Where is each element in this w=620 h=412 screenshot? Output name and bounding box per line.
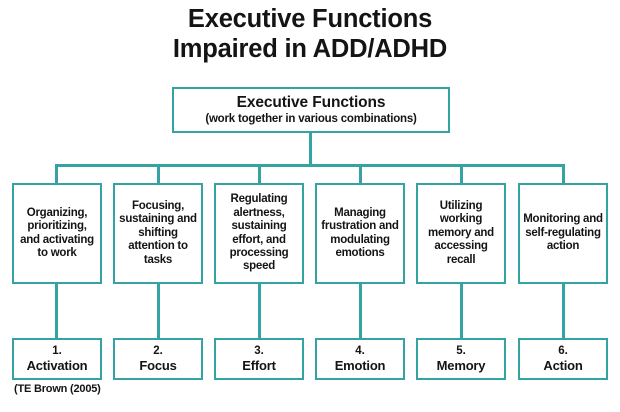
category-box-4: 4. Emotion	[315, 338, 405, 380]
connector-function-2-to-category-2	[157, 283, 160, 339]
connector-bus-to-function-4	[359, 164, 362, 185]
function-box-3-text: Regulating alertness, sustaining effort,…	[229, 193, 289, 273]
function-box-4: Managing frustration and modulating emot…	[315, 183, 405, 284]
page-title-line-1: Executive Functions	[187, 5, 433, 33]
category-box-2-index: 2.	[153, 345, 163, 357]
category-box-1-index: 1.	[52, 345, 62, 357]
category-box-6-index: 6.	[558, 345, 568, 357]
attribution-text: (TE Brown (2005)	[14, 383, 101, 395]
root-node-subtitle: (work together in various combinations)	[205, 113, 417, 125]
category-box-1-label: Activation	[26, 358, 88, 373]
connector-function-5-to-category-5	[460, 283, 463, 339]
category-box-1: 1. Activation	[12, 338, 102, 380]
function-box-5-text: Utilizing working memory and accessing r…	[428, 199, 494, 266]
function-box-2: Focusing, sustaining and shifting attent…	[113, 183, 203, 284]
category-box-6-label: Action	[543, 358, 583, 373]
function-box-5: Utilizing working memory and accessing r…	[416, 183, 506, 284]
category-box-2: 2. Focus	[113, 338, 203, 380]
root-node-title: Executive Functions	[236, 94, 386, 111]
function-box-6: Monitoring and self-regulating action	[518, 183, 608, 284]
connector-bus-to-function-6	[562, 164, 565, 185]
category-box-5: 5. Memory	[416, 338, 506, 380]
function-box-3: Regulating alertness, sustaining effort,…	[214, 183, 304, 284]
connector-function-1-to-category-1	[55, 283, 58, 339]
category-box-2-label: Focus	[139, 358, 177, 373]
category-box-3: 3. Effort	[214, 338, 304, 380]
connector-root-stem	[309, 133, 312, 166]
category-box-5-label: Memory	[436, 358, 486, 373]
connector-function-4-to-category-4	[359, 283, 362, 339]
function-box-1-text: Organizing, prioritizing, and activating…	[20, 206, 94, 259]
category-box-4-index: 4.	[355, 345, 365, 357]
category-box-3-index: 3.	[254, 345, 264, 357]
connector-function-3-to-category-3	[258, 283, 261, 339]
connector-bus-to-function-2	[157, 164, 160, 185]
page-title: Executive Functions Impaired in ADD/ADHD	[0, 4, 620, 64]
category-box-4-label: Emotion	[334, 358, 386, 373]
function-box-4-text: Managing frustration and modulating emot…	[321, 206, 399, 259]
root-node-executive-functions: Executive Functions (work together in va…	[172, 87, 450, 133]
category-box-6: 6. Action	[518, 338, 608, 380]
function-box-1: Organizing, prioritizing, and activating…	[12, 183, 102, 284]
connector-bus-to-function-3	[258, 164, 261, 185]
category-box-5-index: 5.	[456, 345, 466, 357]
function-box-2-text: Focusing, sustaining and shifting attent…	[119, 199, 197, 266]
connector-bus-to-function-1	[55, 164, 58, 185]
page-title-line-2: Impaired in ADD/ADHD	[172, 35, 448, 63]
category-box-3-label: Effort	[242, 358, 276, 373]
connector-bus-to-function-5	[460, 164, 463, 185]
connector-function-6-to-category-6	[562, 283, 565, 339]
connector-horizontal-bus	[57, 164, 564, 167]
function-box-6-text: Monitoring and self-regulating action	[523, 213, 603, 253]
